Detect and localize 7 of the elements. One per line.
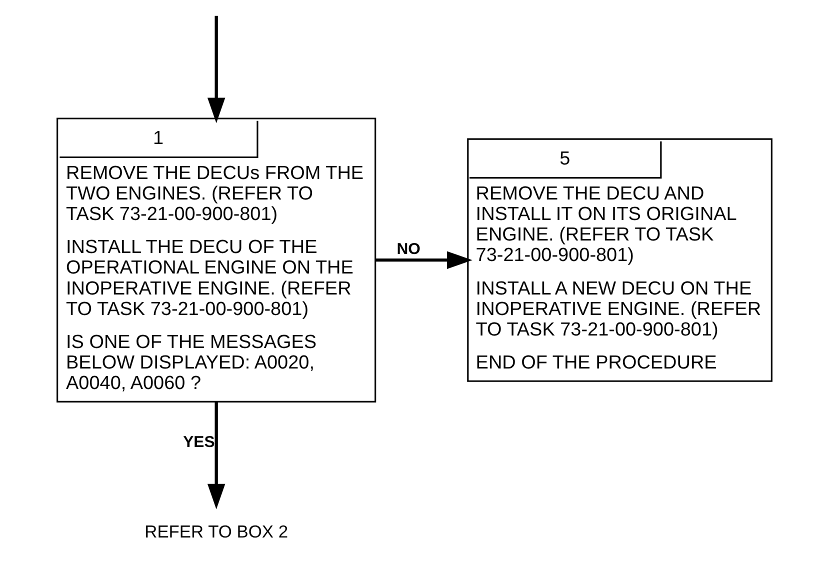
node-box: 1 REMOVE THE DECUs FROM THE TWO ENGINES. (REFER TO TASK 73-21-00-900-801) INSTALL THE DECU OF THE OPERATIONAL ENGINE ON THE INOPERATIVE ENGINE. (REFER TO TASK 73-21-00-900-801) IS ONE OF THE MESSAGES BELOW DISPLAYED: A0020, A0040, A0060 ? <box>56 118 376 402</box>
arrow <box>376 251 472 269</box>
arrow <box>207 402 226 510</box>
node-text: REFER TO BOX 2 <box>144 521 288 542</box>
arrow <box>207 16 226 124</box>
edge-label: NO <box>396 240 420 258</box>
edge-label: YES <box>183 434 215 451</box>
